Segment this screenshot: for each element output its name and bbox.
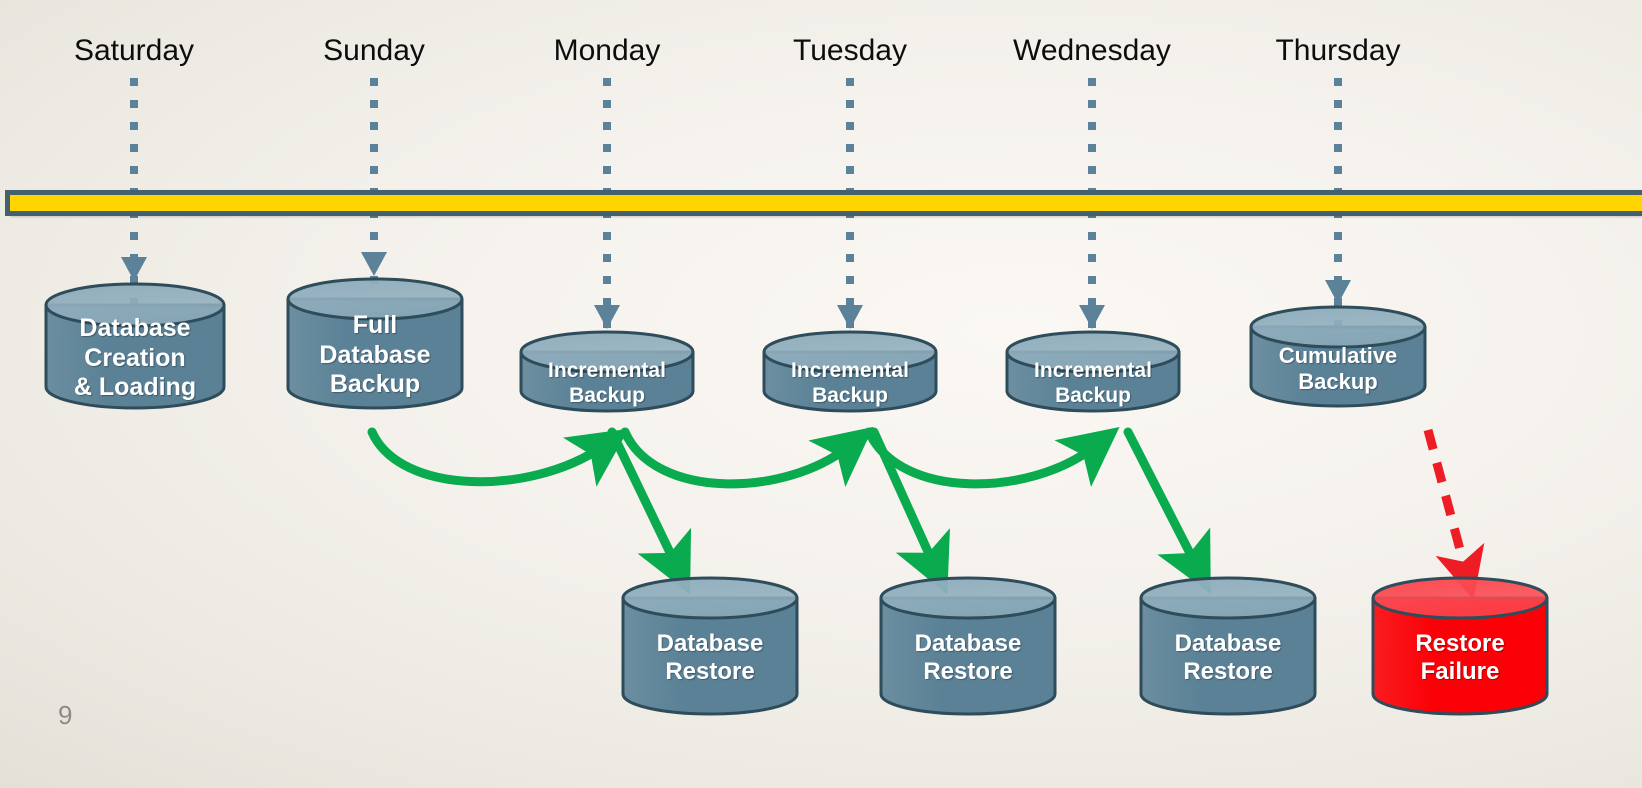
cylinder-shape <box>762 330 938 413</box>
restore-arrows <box>607 427 1211 595</box>
backup-chain-arrow <box>620 426 874 489</box>
cylinder-shape <box>286 277 464 410</box>
cylinder-incremental-backup-tuesday[interactable]: Incremental Backup <box>762 330 938 413</box>
restore-failure-arrows <box>1423 428 1485 600</box>
day-label-saturday: Saturday <box>73 34 195 67</box>
cylinder-shape <box>1371 576 1549 716</box>
day-tick-arrowhead <box>1079 305 1105 329</box>
cylinder-shape <box>1005 330 1181 413</box>
backup-chain-arrow <box>864 427 1120 489</box>
day-tick-arrowhead <box>837 305 863 329</box>
day-label-tuesday: Tuesday <box>793 34 907 67</box>
day-tick-arrowhead <box>1325 280 1351 304</box>
cylinder-restore-failure[interactable]: Restore Failure <box>1371 576 1549 716</box>
cylinder-database-restore-1[interactable]: Database Restore <box>621 576 799 716</box>
cylinder-shape <box>879 576 1057 716</box>
day-tick-arrowhead <box>594 305 620 329</box>
cylinder-shape <box>1139 576 1317 716</box>
cylinder-database-creation-loading[interactable]: Database Creation & Loading <box>44 282 226 410</box>
cylinder-full-database-backup[interactable]: Full Database Backup <box>286 277 464 410</box>
restore-arrow <box>607 427 692 595</box>
day-tick-arrowhead <box>121 257 147 281</box>
day-label-sunday: Sunday <box>323 34 425 67</box>
cylinder-incremental-backup-monday[interactable]: Incremental Backup <box>519 330 695 413</box>
day-label-wednesday: Wednesday <box>1013 34 1171 67</box>
restore-arrow <box>869 427 950 595</box>
backup-chain-arrows <box>367 426 1120 489</box>
restore-failure-arrow <box>1423 428 1485 600</box>
cylinder-shape <box>1249 305 1427 408</box>
cylinder-shape <box>519 330 695 413</box>
cylinder-shape <box>44 282 226 410</box>
cylinder-database-restore-3[interactable]: Database Restore <box>1139 576 1317 716</box>
page-number: 9 <box>58 700 73 730</box>
cylinder-database-restore-2[interactable]: Database Restore <box>879 576 1057 716</box>
restore-arrow <box>1123 427 1211 594</box>
day-tick-arrowhead <box>361 252 387 276</box>
cylinder-shape <box>621 576 799 716</box>
day-label-thursday: Thursday <box>1275 34 1401 67</box>
backup-chain-arrow <box>367 427 629 487</box>
day-tick-group <box>121 78 1351 330</box>
day-label-monday: Monday <box>553 34 661 67</box>
timeline-bar <box>5 190 1642 216</box>
cylinder-incremental-backup-wednesday[interactable]: Incremental Backup <box>1005 330 1181 413</box>
cylinder-cumulative-backup[interactable]: Cumulative Backup <box>1249 305 1427 408</box>
